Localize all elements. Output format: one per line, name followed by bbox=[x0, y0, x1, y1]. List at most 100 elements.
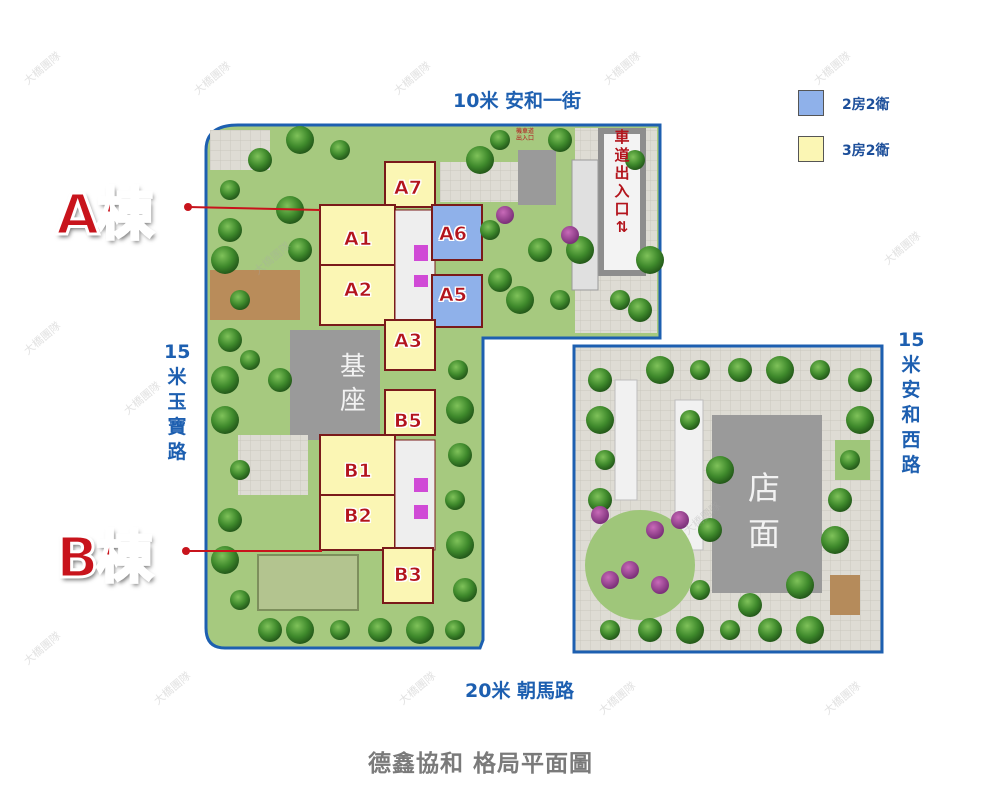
flower-bush-icon bbox=[621, 561, 639, 579]
tree-icon bbox=[676, 616, 704, 644]
building-a-label: A棟 bbox=[54, 182, 154, 250]
east-road-char: 米 bbox=[901, 354, 921, 376]
car-entrance-char: 車 bbox=[614, 128, 630, 146]
tree-icon bbox=[728, 358, 752, 382]
east-road-char: 路 bbox=[901, 454, 921, 476]
tree-icon bbox=[368, 618, 392, 642]
unit-a3-label: A3 bbox=[394, 330, 423, 353]
tree-icon bbox=[288, 238, 312, 262]
tree-icon bbox=[490, 130, 510, 150]
shop-label: 店 面 bbox=[744, 465, 784, 557]
flower-bush-icon bbox=[646, 521, 664, 539]
unit-a1-label: A1 bbox=[344, 228, 373, 251]
tree-icon bbox=[211, 246, 239, 274]
tree-icon bbox=[445, 620, 465, 640]
tree-icon bbox=[211, 546, 239, 574]
unit-a2-label: A2 bbox=[344, 279, 373, 302]
moto-entrance-label: 機車道出入口 bbox=[515, 128, 534, 142]
tree-icon bbox=[628, 298, 652, 322]
tree-icon bbox=[330, 620, 350, 640]
east-road-char: 和 bbox=[901, 404, 921, 426]
tree-icon bbox=[453, 578, 477, 602]
west-road-label: 15 米 玉 寶 路 bbox=[164, 340, 190, 465]
tower-b-footprint bbox=[319, 389, 436, 604]
east-road-char: 西 bbox=[901, 429, 921, 451]
tree-icon bbox=[846, 406, 874, 434]
unit-a5-label: A5 bbox=[439, 284, 468, 307]
tree-icon bbox=[248, 148, 272, 172]
tree-icon bbox=[240, 350, 260, 370]
tree-icon bbox=[690, 580, 710, 600]
tree-icon bbox=[506, 286, 534, 314]
car-entrance-char: 道 bbox=[614, 146, 630, 164]
tree-icon bbox=[286, 126, 314, 154]
landscape-trees bbox=[211, 126, 874, 644]
legend-label-3room: 3房2衛 bbox=[842, 143, 890, 159]
east-road-label: 15 米 安 和 西 路 bbox=[898, 328, 924, 478]
tree-icon bbox=[610, 290, 630, 310]
tree-icon bbox=[586, 406, 614, 434]
tree-icon bbox=[706, 456, 734, 484]
tree-icon bbox=[448, 360, 468, 380]
legend-swatch-2room bbox=[798, 90, 824, 116]
tree-icon bbox=[625, 150, 645, 170]
tree-icon bbox=[758, 618, 782, 642]
tree-icon bbox=[548, 128, 572, 152]
car-entrance-char: 出 bbox=[614, 164, 630, 182]
west-road-char: 米 bbox=[167, 366, 187, 388]
unit-a7-label: A7 bbox=[394, 177, 423, 200]
tree-icon bbox=[810, 360, 830, 380]
tree-icon bbox=[600, 620, 620, 640]
west-road-char: 寶 bbox=[167, 416, 187, 438]
tree-icon bbox=[446, 531, 474, 559]
unit-b3-label: B3 bbox=[394, 564, 422, 587]
tree-icon bbox=[286, 616, 314, 644]
tree-icon bbox=[211, 406, 239, 434]
flower-bush-icon bbox=[671, 511, 689, 529]
flower-bush-icon bbox=[601, 571, 619, 589]
tree-icon bbox=[218, 218, 242, 242]
tree-icon bbox=[218, 328, 242, 352]
flower-bush-icon bbox=[651, 576, 669, 594]
tree-icon bbox=[720, 620, 740, 640]
tree-icon bbox=[406, 616, 434, 644]
tree-icon bbox=[588, 488, 612, 512]
tree-icon bbox=[595, 450, 615, 470]
car-entrance-char: 入 bbox=[614, 182, 630, 200]
podium-char: 座 bbox=[339, 386, 366, 416]
west-road-char: 玉 bbox=[167, 391, 187, 413]
tree-icon bbox=[796, 616, 824, 644]
tree-icon bbox=[646, 356, 674, 384]
podium-label: 基 座 bbox=[338, 350, 368, 418]
tree-icon bbox=[446, 396, 474, 424]
tree-icon bbox=[766, 356, 794, 384]
label-leaders bbox=[182, 203, 322, 555]
west-road-char: 路 bbox=[167, 441, 187, 463]
tree-icon bbox=[588, 368, 612, 392]
unit-b5-label: B5 bbox=[394, 410, 422, 433]
tree-icon bbox=[698, 518, 722, 542]
tree-icon bbox=[448, 443, 472, 467]
tree-icon bbox=[488, 268, 512, 292]
tree-icon bbox=[840, 450, 860, 470]
tree-icon bbox=[828, 488, 852, 512]
tree-icon bbox=[211, 366, 239, 394]
tree-icon bbox=[218, 508, 242, 532]
tree-icon bbox=[330, 140, 350, 160]
tree-icon bbox=[848, 368, 872, 392]
tree-icon bbox=[480, 220, 500, 240]
tower-a-footprint bbox=[319, 161, 483, 371]
car-entrance-arrow-icon: ⇅ bbox=[615, 218, 629, 236]
shop-char: 店 bbox=[747, 469, 780, 507]
unit-b2-label: B2 bbox=[344, 505, 372, 528]
east-road-char: 15 bbox=[898, 329, 925, 351]
legend-swatch-3room bbox=[798, 136, 824, 162]
tree-icon bbox=[466, 146, 494, 174]
tree-icon bbox=[230, 590, 250, 610]
flower-bush-icon bbox=[591, 506, 609, 524]
tree-icon bbox=[550, 290, 570, 310]
tree-icon bbox=[230, 460, 250, 480]
building-b-label: B棟 bbox=[55, 525, 155, 593]
shop-char: 面 bbox=[747, 515, 780, 553]
flower-bush-icon bbox=[561, 226, 579, 244]
